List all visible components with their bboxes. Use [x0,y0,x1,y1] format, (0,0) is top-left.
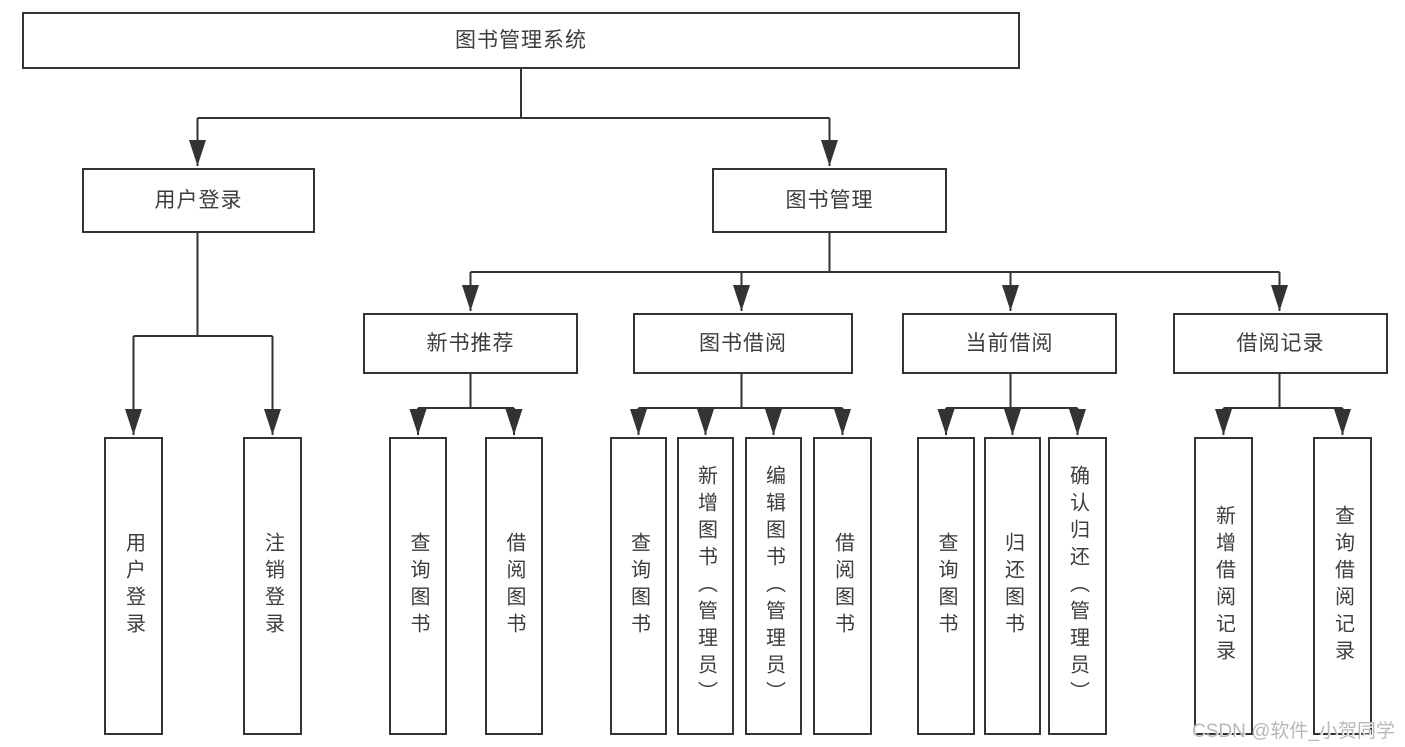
leaf-current-return-books: 归还图书 [984,437,1041,735]
node-user-login-label: 用户登录 [154,189,243,212]
leaf-borrow-edit-books-admin: 编辑图书（管理员） [745,437,802,735]
connector-borrow-records-children [1215,374,1351,435]
leaf-logout: 注销登录 [243,437,302,735]
connector-new-book-recommend-children [409,374,523,435]
leaf-borrow-add-books-admin: 新增图书（管理员） [677,437,734,735]
leaf-recommend-borrow-books: 借阅图书 [485,437,543,735]
node-root: 图书管理系统 [22,12,1020,69]
leaf-current-confirm-return-admin-label: 确认归还（管理员） [1066,464,1089,708]
node-current-borrow: 当前借阅 [902,313,1117,374]
leaf-borrow-query-books: 查询图书 [610,437,667,735]
leaf-logout-label: 注销登录 [261,532,284,640]
leaf-user-login: 用户登录 [104,437,163,735]
csdn-watermark: CSDN @软件_小贺同学 [1192,721,1395,742]
node-new-book-recommend-label: 新书推荐 [426,332,515,355]
node-user-login: 用户登录 [82,168,315,233]
leaf-recommend-query-books-label: 查询图书 [407,532,429,640]
connector-book-management-children [462,233,1288,311]
connector-current-borrow-children [937,374,1086,435]
leaf-records-query-record: 查询借阅记录 [1313,437,1372,735]
node-borrow-records: 借阅记录 [1173,313,1388,374]
leaf-current-query-books-label: 查询图书 [935,532,957,640]
node-borrow-records-label: 借阅记录 [1236,332,1325,355]
leaf-borrow-borrow-books-label: 借阅图书 [831,532,854,640]
leaf-current-query-books: 查询图书 [917,437,975,735]
leaf-current-return-books-label: 归还图书 [1001,532,1024,640]
connector-root-to-level2 [189,69,838,166]
leaf-records-query-record-label: 查询借阅记录 [1331,505,1354,667]
leaf-records-add-record-label: 新增借阅记录 [1212,505,1235,667]
node-book-borrow-label: 图书借阅 [699,332,787,355]
leaf-current-confirm-return-admin: 确认归还（管理员） [1048,437,1107,735]
leaf-borrow-query-books-label: 查询图书 [627,532,650,640]
node-current-borrow-label: 当前借阅 [965,332,1054,355]
leaf-records-add-record: 新增借阅记录 [1194,437,1253,735]
leaf-recommend-query-books: 查询图书 [389,437,447,735]
node-book-borrow: 图书借阅 [633,313,853,374]
leaf-borrow-edit-books-admin-label: 编辑图书（管理员） [762,464,785,708]
node-book-management: 图书管理 [712,168,947,233]
connector-user-login-children [125,233,281,435]
leaf-borrow-add-books-admin-label: 新增图书（管理员） [694,464,717,708]
leaf-borrow-borrow-books: 借阅图书 [813,437,872,735]
node-root-label: 图书管理系统 [455,29,587,52]
leaf-recommend-borrow-books-label: 借阅图书 [503,532,525,640]
node-new-book-recommend: 新书推荐 [363,313,578,374]
connector-book-borrow-children [630,374,851,435]
node-book-management-label: 图书管理 [785,189,874,212]
leaf-user-login-label: 用户登录 [122,532,145,640]
